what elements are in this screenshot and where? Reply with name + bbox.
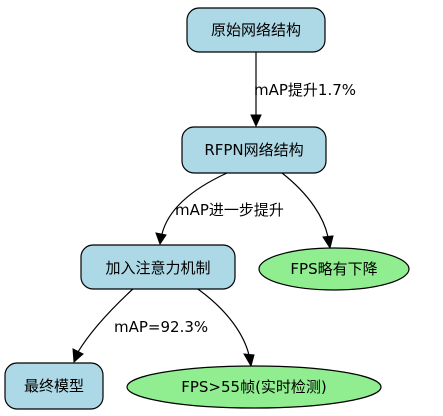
edge-rfpn-to-attention <box>155 172 228 246</box>
node-final-model: 最终模型 <box>4 362 104 410</box>
edge-attention-to-final <box>72 286 136 364</box>
edge-attention-to-fps-realtime <box>194 286 255 368</box>
edge-original-to-rfpn <box>250 52 262 128</box>
node-label-rfpn-network: RFPN网络结构 <box>204 141 303 159</box>
edge-rfpn-to-fps-drop <box>281 172 334 250</box>
node-label-attention-mechanism: 加入注意力机制 <box>105 259 210 277</box>
node-label-final-model: 最终模型 <box>24 377 84 395</box>
edge-label-attention-to-final: mAP=92.3% <box>114 318 208 336</box>
node-attention-mechanism: 加入注意力机制 <box>80 244 236 290</box>
node-label-fps-drop: FPS略有下降 <box>290 260 377 278</box>
node-original-network: 原始网络结构 <box>186 7 326 53</box>
edge-label-rfpn-to-attention: mAP进一步提升 <box>175 201 284 219</box>
node-fps-drop: FPS略有下降 <box>258 247 410 291</box>
node-fps-realtime: FPS>55帧(实时检测) <box>126 365 382 409</box>
node-rfpn-network: RFPN网络结构 <box>181 126 327 174</box>
edge-label-original-to-rfpn: mAP提升1.7% <box>254 81 356 99</box>
node-label-original-network: 原始网络结构 <box>211 21 301 39</box>
node-label-fps-realtime: FPS>55帧(实时检测) <box>181 378 327 396</box>
